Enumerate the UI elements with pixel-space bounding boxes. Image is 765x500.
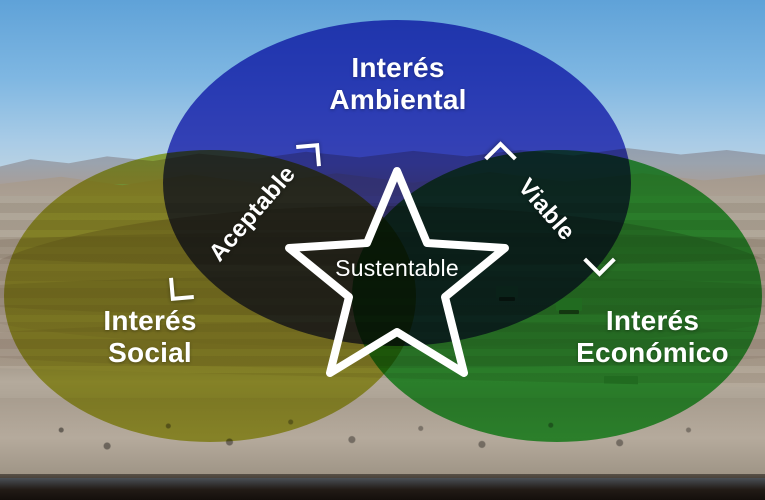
star-outline-icon [285, 167, 509, 377]
circle-economic[interactable] [352, 150, 762, 442]
arrow-down-left-icon [169, 276, 194, 301]
foreground-shadow-band [0, 474, 765, 500]
label-sustainable: Sustentable [335, 255, 459, 281]
label-environmental: Interés Ambiental [329, 52, 467, 115]
label-economic: Interés Económico [576, 305, 729, 368]
star-sustainable[interactable]: Sustentable [281, 163, 513, 377]
label-social: Interés Social [103, 305, 197, 368]
